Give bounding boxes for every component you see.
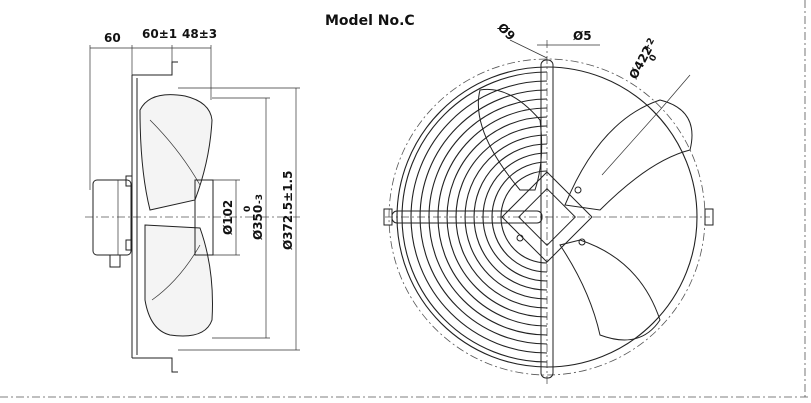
mount-bolt-top [125,175,133,187]
guard-outer-ring [396,66,698,368]
dim-350-sup: 0 [243,206,253,212]
dim-5: Ø5 [573,29,592,43]
guard-ring-8 [473,143,548,291]
d422-leader-out [659,74,691,111]
guard-ring-10 [491,161,548,273]
guard-ring-4 [437,107,548,327]
dim-102: Ø102 [221,200,235,235]
side-blade-lower [144,224,213,337]
dim-48: 48±3 [182,27,217,41]
guard-ring-9 [482,152,548,282]
guard-rings [396,66,698,368]
d422-leader [601,109,661,176]
hub-center [518,188,576,246]
blade-curve-2 [151,244,201,301]
blade-curve-1 [149,119,201,186]
hub-plate [501,171,593,263]
hub-bolt-2 [516,234,524,242]
dim-350: Ø350 [251,205,265,240]
side-view: 60 60±1 48±3 Ø102 Ø350 0 -3 [85,27,300,373]
vertical-support-bar [540,59,554,379]
hub-bolt-1 [574,186,582,194]
guard-top-bracket [132,61,178,76]
guard-ring-3 [428,98,548,336]
guard-ring-1 [410,80,548,354]
dim-350-sub: -3 [255,194,265,204]
guard-ring-2 [419,89,548,345]
front-blade-2 [559,239,661,341]
guard-ring-11 [500,170,548,264]
front-blade-3 [477,88,543,191]
side-blade-upper [139,94,213,211]
motor-body [92,179,132,256]
motor-terminal [109,254,121,268]
mount-bolt-bottom [125,239,133,251]
guard-ring-0 [401,71,548,363]
guard-ring-5 [446,116,548,318]
guard-ring-6 [455,125,548,309]
hub [194,179,214,256]
guard-bottom-bracket [132,357,178,373]
dim-372: Ø372.5±1.5 [281,171,295,250]
model-title: Model No.C [325,13,415,29]
dim-9: Ø9 [495,20,518,43]
d9-leader [509,39,548,59]
mount-tab-left [383,208,393,226]
guard-ring-7 [464,134,548,300]
dim-60: 60 [104,31,121,45]
mount-tab-right [704,208,714,226]
dim-422-sub: 0 [648,53,660,63]
dim-60-tol: 60±1 [142,27,177,41]
front-blade-1 [564,99,693,211]
hub-bolt-3 [578,238,586,246]
front-view: Ø9 Ø5 Ø422 +2 0 [383,20,714,385]
